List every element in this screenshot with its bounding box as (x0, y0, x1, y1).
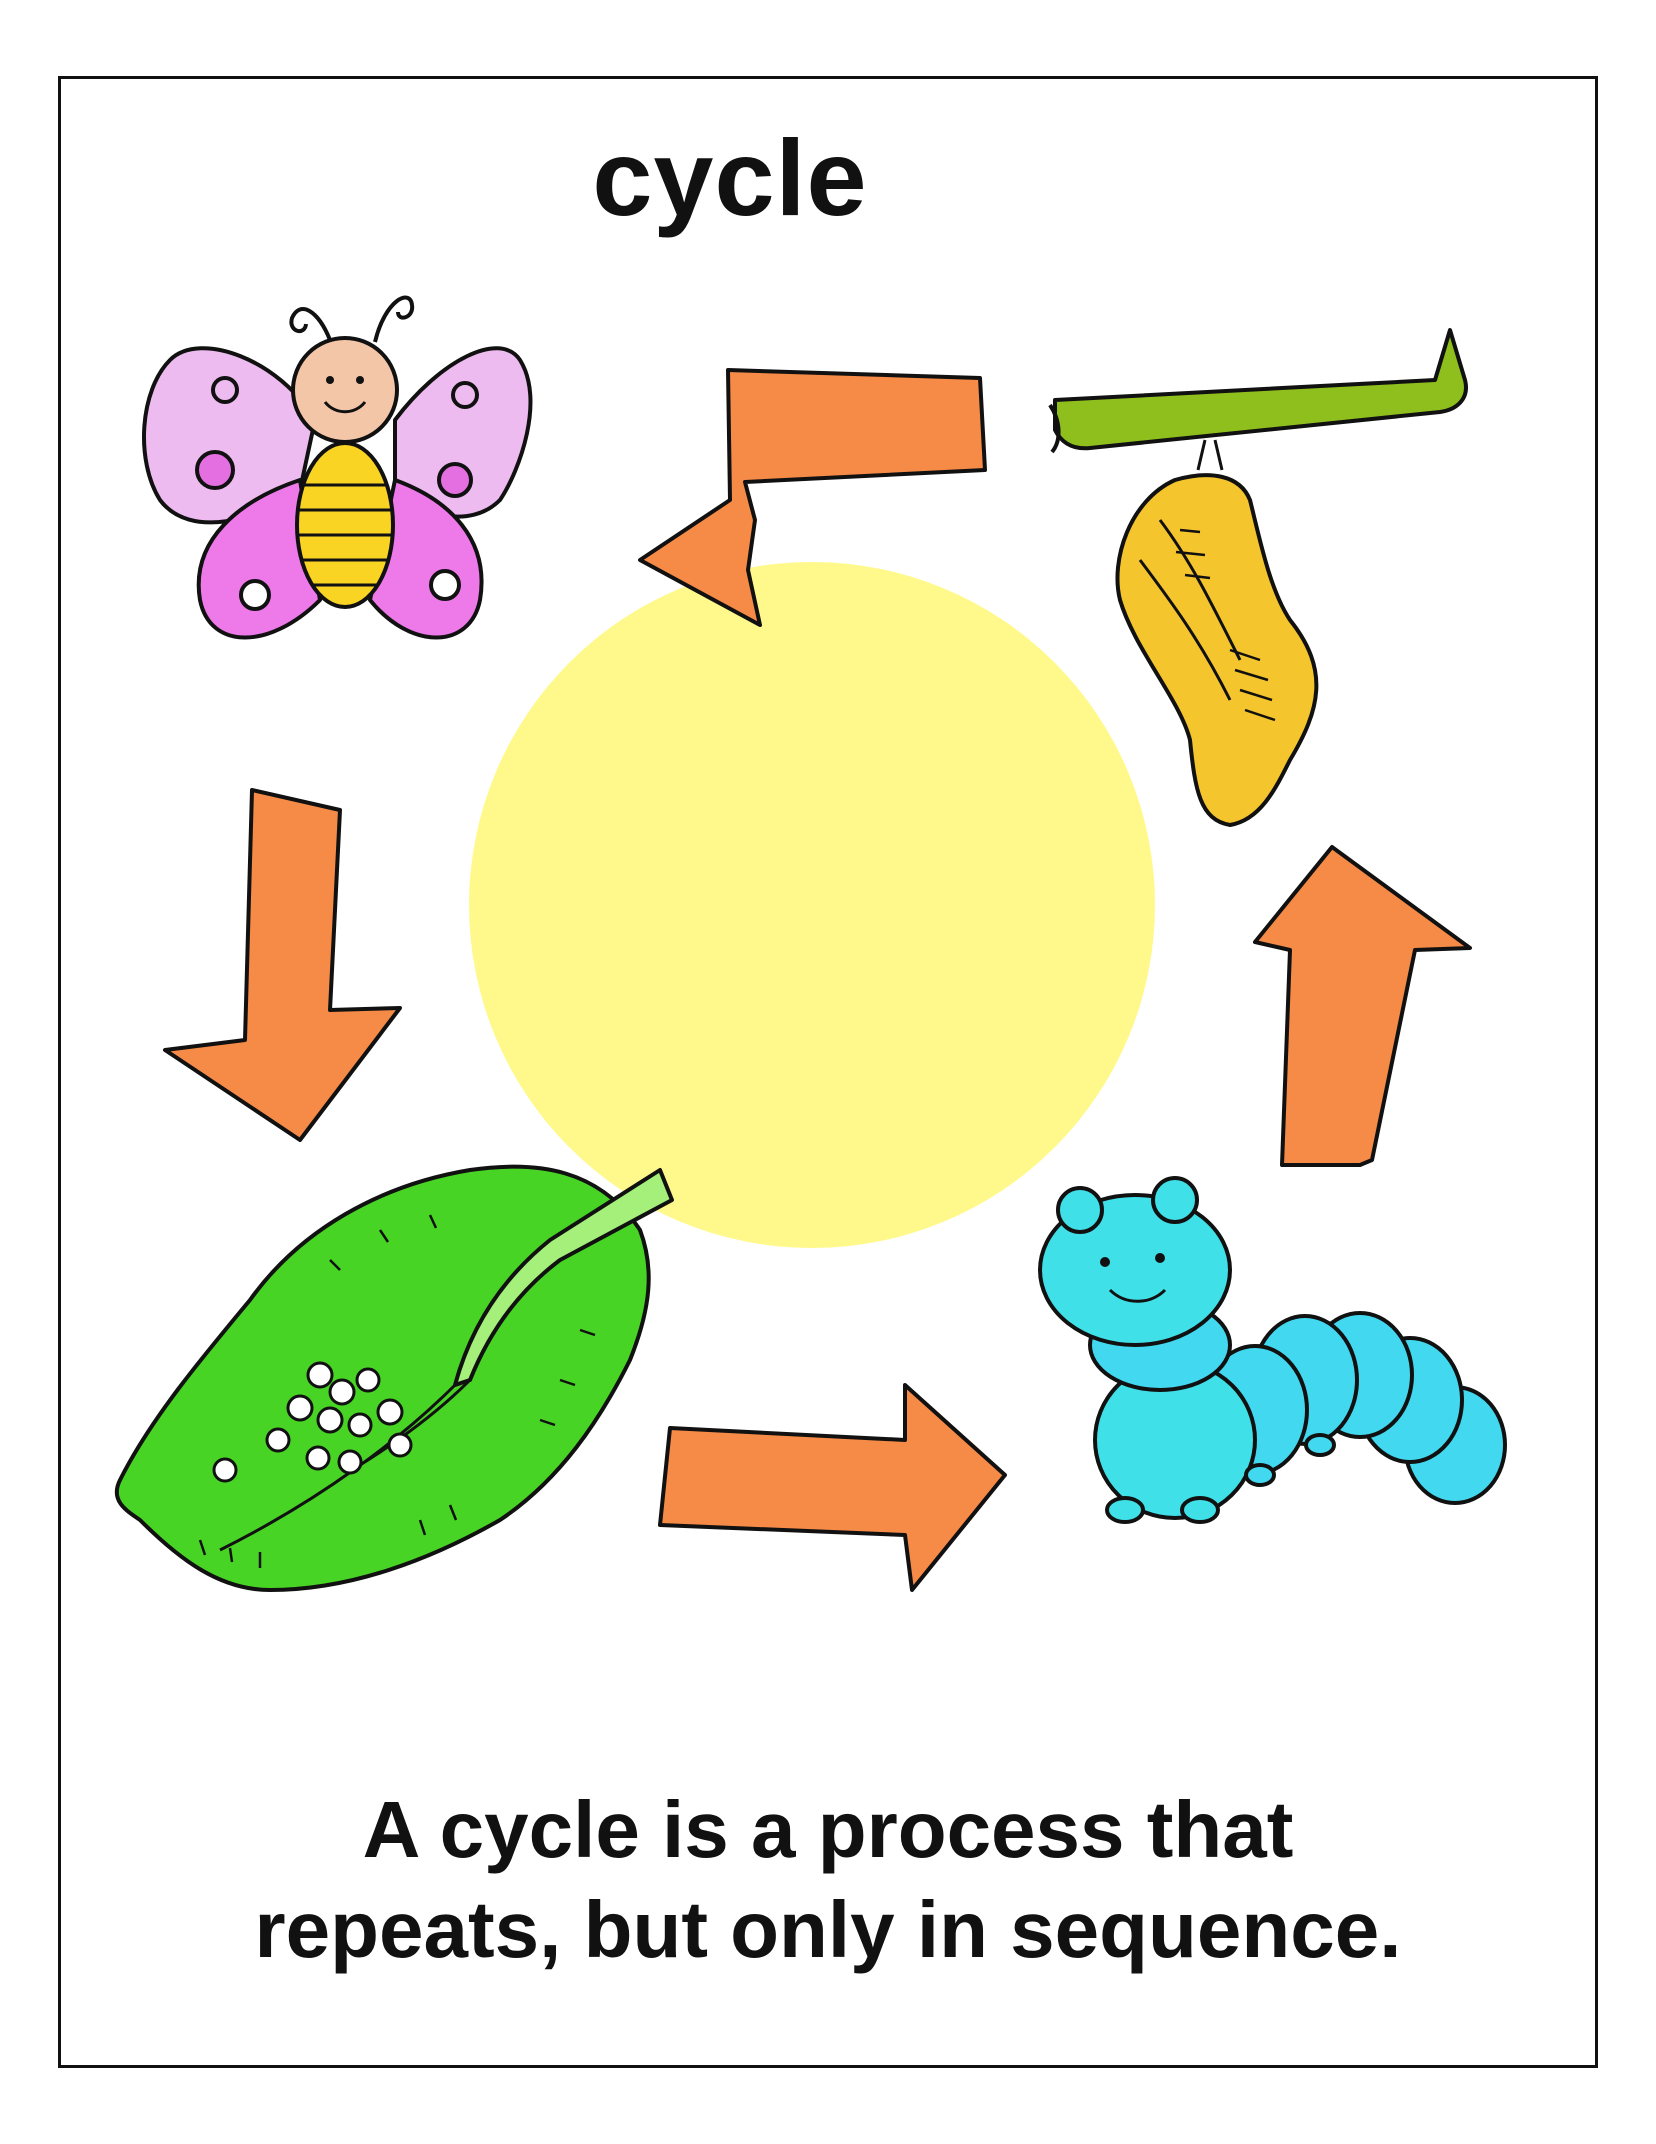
leaf-with-eggs-icon (114, 1164, 674, 1592)
caption-line-2: repeats, but only in sequence. (254, 1885, 1402, 1974)
chrysalis-icon (1048, 328, 1468, 827)
arrow-right-icon (658, 1383, 1007, 1592)
center-circle (469, 562, 1155, 1248)
butterfly-icon (142, 295, 533, 640)
poster-frame (58, 76, 1598, 2068)
arrow-left-icon (638, 368, 987, 627)
caption-line-1: A cycle is a process that (362, 1785, 1294, 1874)
page-title: cycle (592, 117, 868, 238)
arrow-up-icon (1253, 845, 1472, 1167)
arrow-down-icon (163, 788, 402, 1142)
caterpillar-icon (1038, 1176, 1507, 1524)
